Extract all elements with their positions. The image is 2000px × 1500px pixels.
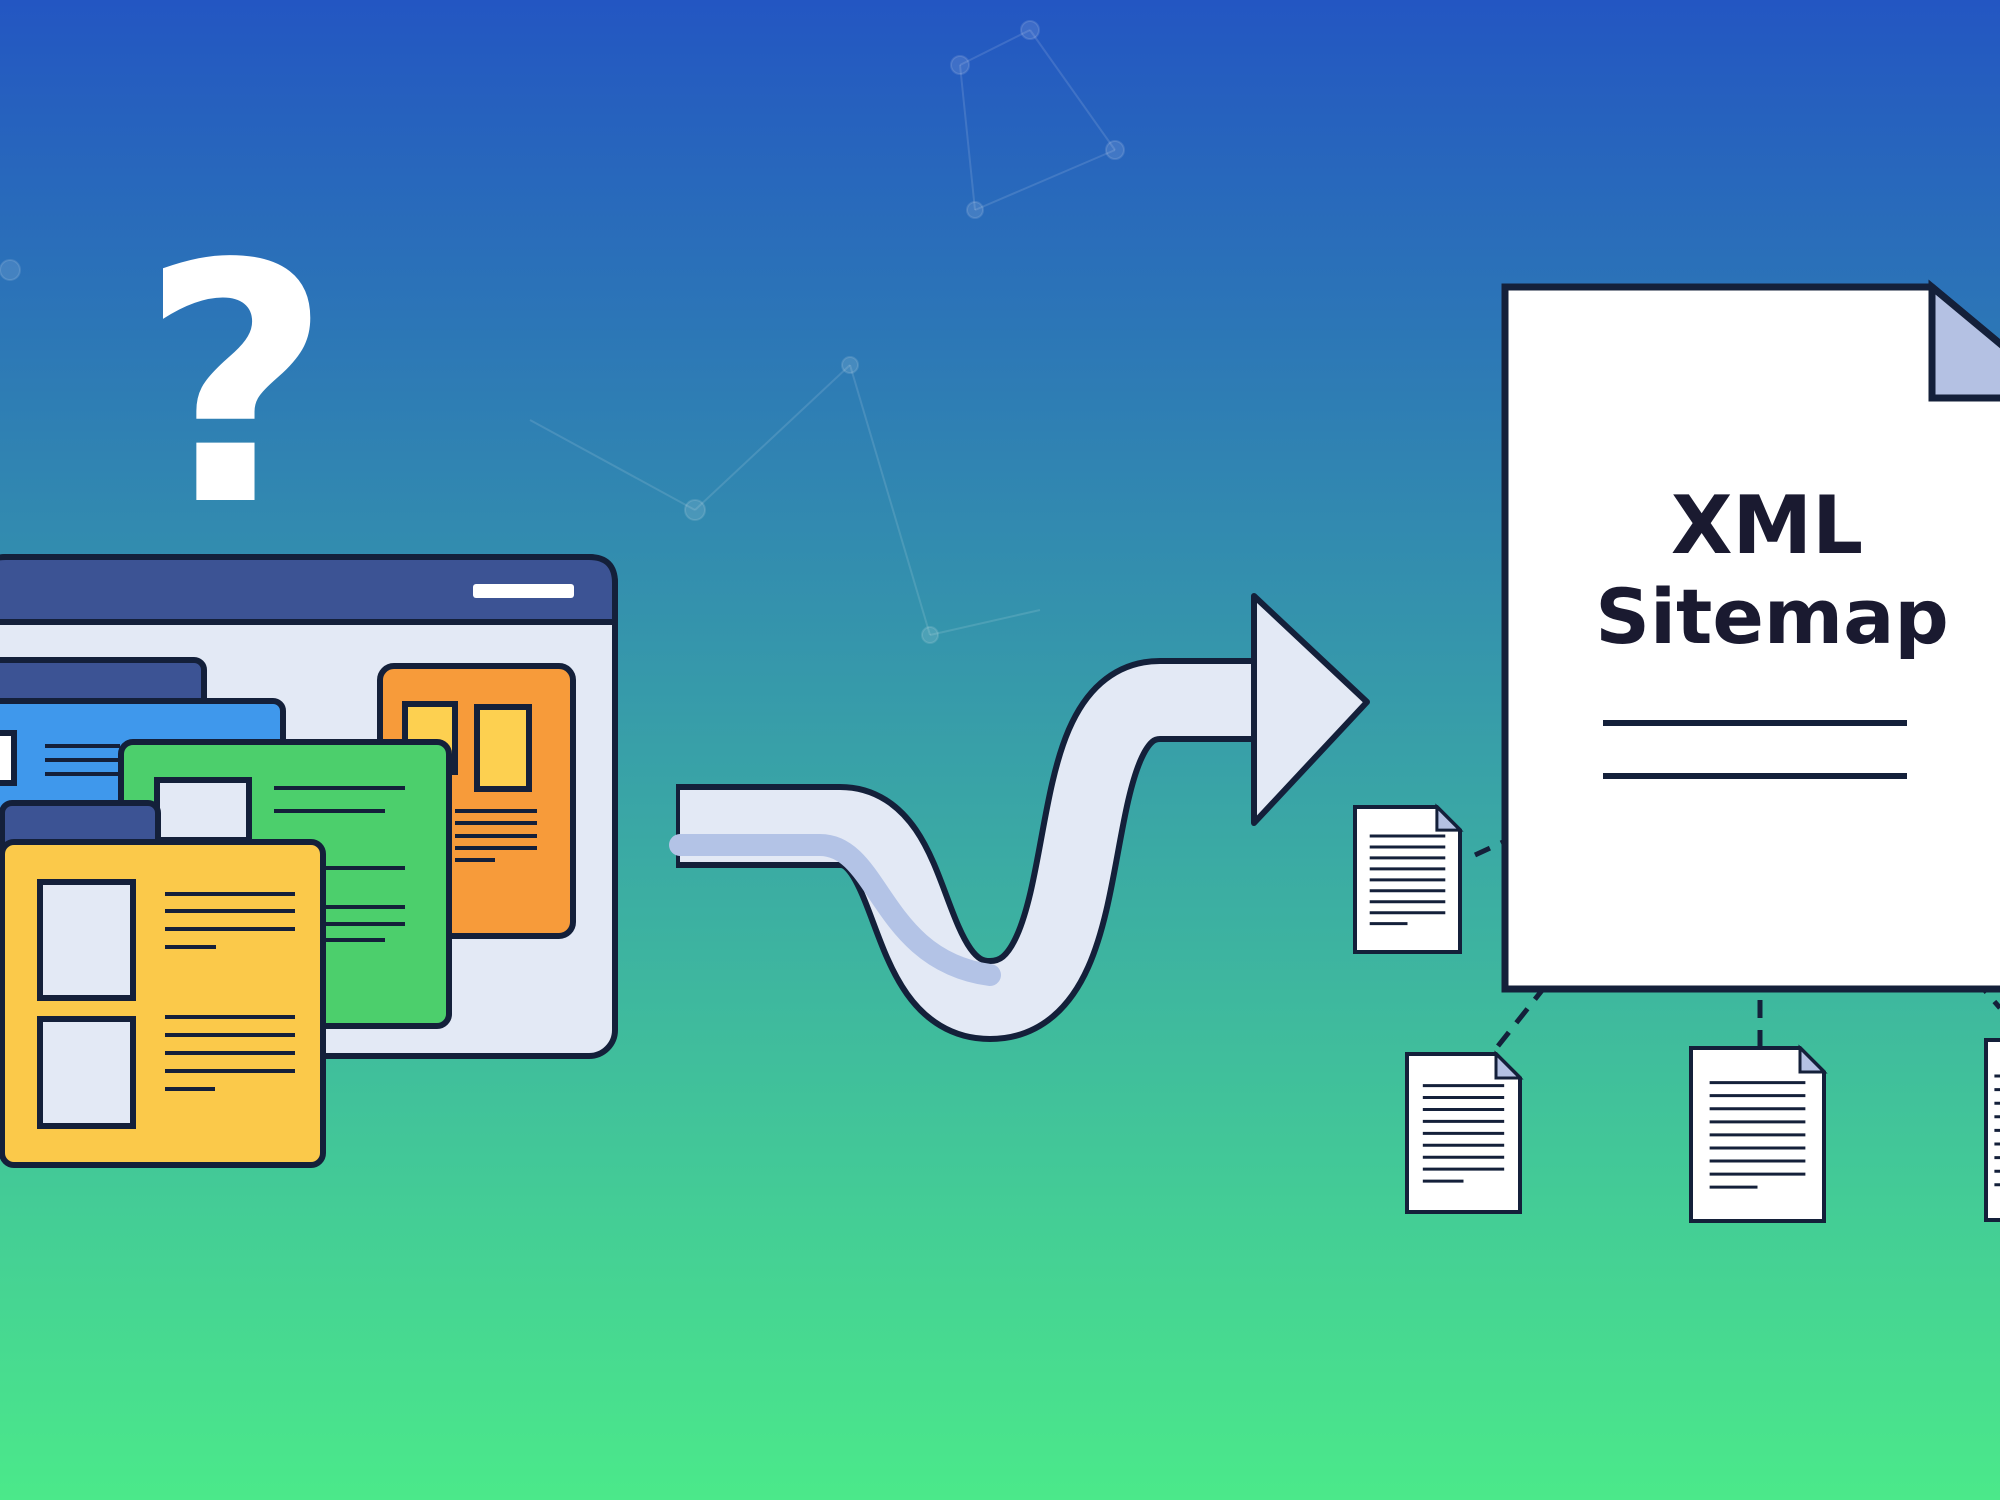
page-document-icon xyxy=(1689,1044,1828,1223)
sitemap-title-sitemap: Sitemap xyxy=(1595,572,1949,661)
browser-window xyxy=(0,554,618,1168)
child-pages xyxy=(1353,803,2000,1223)
card-yellow-image xyxy=(37,879,136,1001)
network-decoration xyxy=(0,20,1125,644)
curved-arrow-icon xyxy=(669,593,1370,1043)
browser-pill xyxy=(473,584,574,598)
sitemap-title-xml: XML xyxy=(1671,479,1863,572)
card-blue-image xyxy=(0,730,17,786)
browser-titlebar xyxy=(0,554,618,625)
page-document-icon xyxy=(1405,1050,1524,1214)
page-document-icon xyxy=(1353,803,1464,954)
card-yellow-image xyxy=(37,1016,136,1129)
xml-sitemap-document: XML Sitemap xyxy=(1501,279,2000,993)
card-green-image xyxy=(154,777,252,843)
question-mark-icon: ? xyxy=(140,194,331,578)
card-orange-image xyxy=(474,704,532,792)
page-document-icon xyxy=(1984,1038,2000,1222)
